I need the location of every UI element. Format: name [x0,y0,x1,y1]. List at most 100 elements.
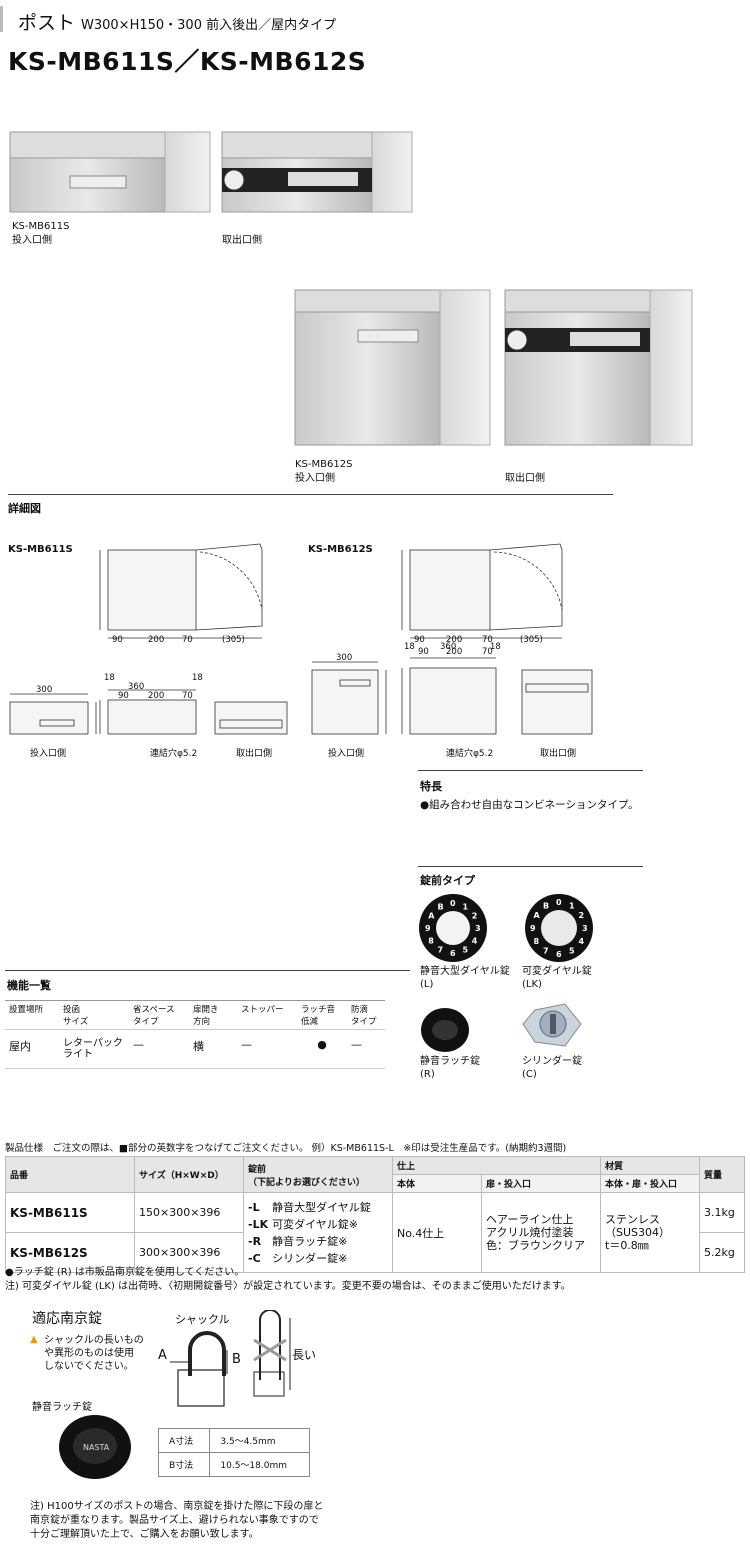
drawing-611-front-label: 投入口側 [30,749,67,759]
detail-title: 詳細図 [8,502,41,515]
spec-lock-cell: -L -LK -R -C 静音大型ダイヤル錠 可変ダイヤル錠※ 静音ラッチ錠※ … [243,1192,393,1273]
functions-title: 機能一覧 [7,979,51,992]
divider [418,866,643,867]
dim-b-label: B [232,1352,241,1367]
spec-header: 質量 [699,1156,745,1193]
dim-a-label: A [158,1348,167,1363]
dial-digit: 6 [450,949,456,958]
svg-text:18: 18 [192,673,203,683]
padlock-footnote: 注) H100サイズのポストの場合、南京錠を掛けた際に下段の扉と 南京錠が重なり… [30,1501,324,1540]
func-header: 設置場所 [5,1000,59,1030]
latch-brand: NASTA [83,1443,110,1452]
locks-title: 錠前タイプ [420,874,475,887]
lock-l-label: 静音大型ダイヤル錠 (L) [420,966,510,990]
divider [8,494,613,495]
spec-finish-body: No.4仕上 [392,1192,482,1273]
dim-b-name: B寸法 [157,1452,211,1477]
dial-digit: 3 [582,924,588,933]
svg-text:200: 200 [148,691,164,701]
func-header: ストッパー [237,1000,297,1030]
dial-digit: 0 [556,898,562,907]
detail-612-label: KS-MB612S [308,544,373,555]
features-text: ●組み合わせ自由なコンビネーションタイプ。 [420,799,639,811]
drawing-612-front-label: 投入口側 [328,749,365,759]
spec-header: 仕上 [392,1156,601,1175]
category-spec: W300×H150・300 前入後出／屋内タイプ [81,18,337,33]
spec-model: KS-MB612S [5,1232,135,1273]
photo-612-back-caption: 取出口側 [505,473,545,484]
svg-text:18: 18 [104,673,115,683]
photo-611-front [9,131,211,213]
svg-text:(305): (305) [520,635,543,645]
drawing-611-back-label: 取出口側 [236,749,273,759]
cylinder-lock-image [522,1003,582,1047]
functions-table: 設置場所 投函 サイズ 省スペース タイプ 扉開き 方向 ストッパー ラッチ音 … [5,1000,385,1069]
note-2: 注) 可変ダイヤル錠 (LK) は出荷時、〈初期開錠番号〉が設定されています。変… [5,1281,571,1292]
photo-612-back [504,289,693,446]
dim-a-name: A寸法 [157,1428,211,1453]
photo-612-front [294,289,491,446]
func-value: レターパック ライト [59,1029,129,1069]
func-header: 省スペース タイプ [129,1000,189,1030]
svg-text:70: 70 [182,635,193,645]
svg-text:90: 90 [118,691,129,701]
spec-header: 扉・投入口 [481,1174,601,1193]
svg-text:18: 18 [404,642,415,652]
dial-digit: 1 [463,902,469,911]
dial-digit: 5 [463,946,469,955]
svg-text:360: 360 [440,642,456,652]
dim-a-value: 3.5〜4.5mm [209,1428,310,1453]
lock-lk-label: 可変ダイヤル錠 (LK) [522,966,592,990]
spec-finish-door: ヘアーライン仕上 アクリル焼付塗装 色：ブラウンクリア [481,1192,601,1273]
page-title: KS-MB611S／KS-MB612S [8,47,367,76]
spec-lock-codes: -L -LK -R -C [248,1200,269,1265]
dial-lock-l-image [419,894,487,962]
func-header: 防滴 タイプ [347,1000,385,1030]
dial-digit: 5 [569,947,575,956]
dial-digit: 9 [530,924,536,933]
features-title: 特長 [420,780,442,793]
dial-digit: A [534,911,541,920]
dim-b-value: 10.5〜18.0mm [209,1452,310,1477]
spec-weight: 5.2kg [699,1232,745,1273]
note-1: ●ラッチ錠 (R) は市販品南京錠を使用してください。 [5,1267,245,1278]
drawing-612-hole-label: 連結穴φ5.2 [446,749,494,759]
lock-c-label: シリンダー錠 (C) [522,1056,582,1080]
divider [5,970,410,971]
latch-lock-image [421,1008,469,1052]
spec-model: KS-MB611S [5,1192,135,1233]
func-value: 屋内 [5,1029,59,1069]
drawing-612-back-label: 取出口側 [540,749,577,759]
svg-text:300: 300 [336,653,352,663]
dial-digit: 7 [438,946,444,955]
dial-digit: A [428,912,435,921]
svg-text:300: 300 [36,685,52,695]
func-value: — [347,1029,385,1069]
spec-header: サイズ（H×W×D） [134,1156,244,1193]
dial-digit: 8 [534,937,540,946]
svg-text:18: 18 [490,642,501,652]
dial-digit: 2 [472,912,478,921]
dial-digit: B [438,902,444,911]
header-accent-bar [0,6,3,32]
spec-header: 材質 [600,1156,700,1175]
spec-header: 品番 [5,1156,135,1193]
dial-digit: B [543,902,549,911]
padlock-diagram [170,1310,291,1407]
padlock-title: 適応南京錠 [32,1311,102,1327]
spec-material: ステンレス （SUS304） t＝0.8㎜ [600,1192,700,1273]
svg-text:200: 200 [148,635,164,645]
spec-header: 本体・扉・投入口 [600,1174,700,1193]
svg-text:200: 200 [446,647,462,657]
func-value: ● [297,1029,347,1069]
svg-text:90: 90 [112,635,123,645]
dial-digit: 4 [472,937,478,946]
photo-611-back-caption: 取出口側 [222,235,262,246]
svg-text:70: 70 [482,647,493,657]
spec-lock-names: 静音大型ダイヤル錠 可変ダイヤル錠※ 静音ラッチ錠※ シリンダー錠※ [272,1200,371,1265]
